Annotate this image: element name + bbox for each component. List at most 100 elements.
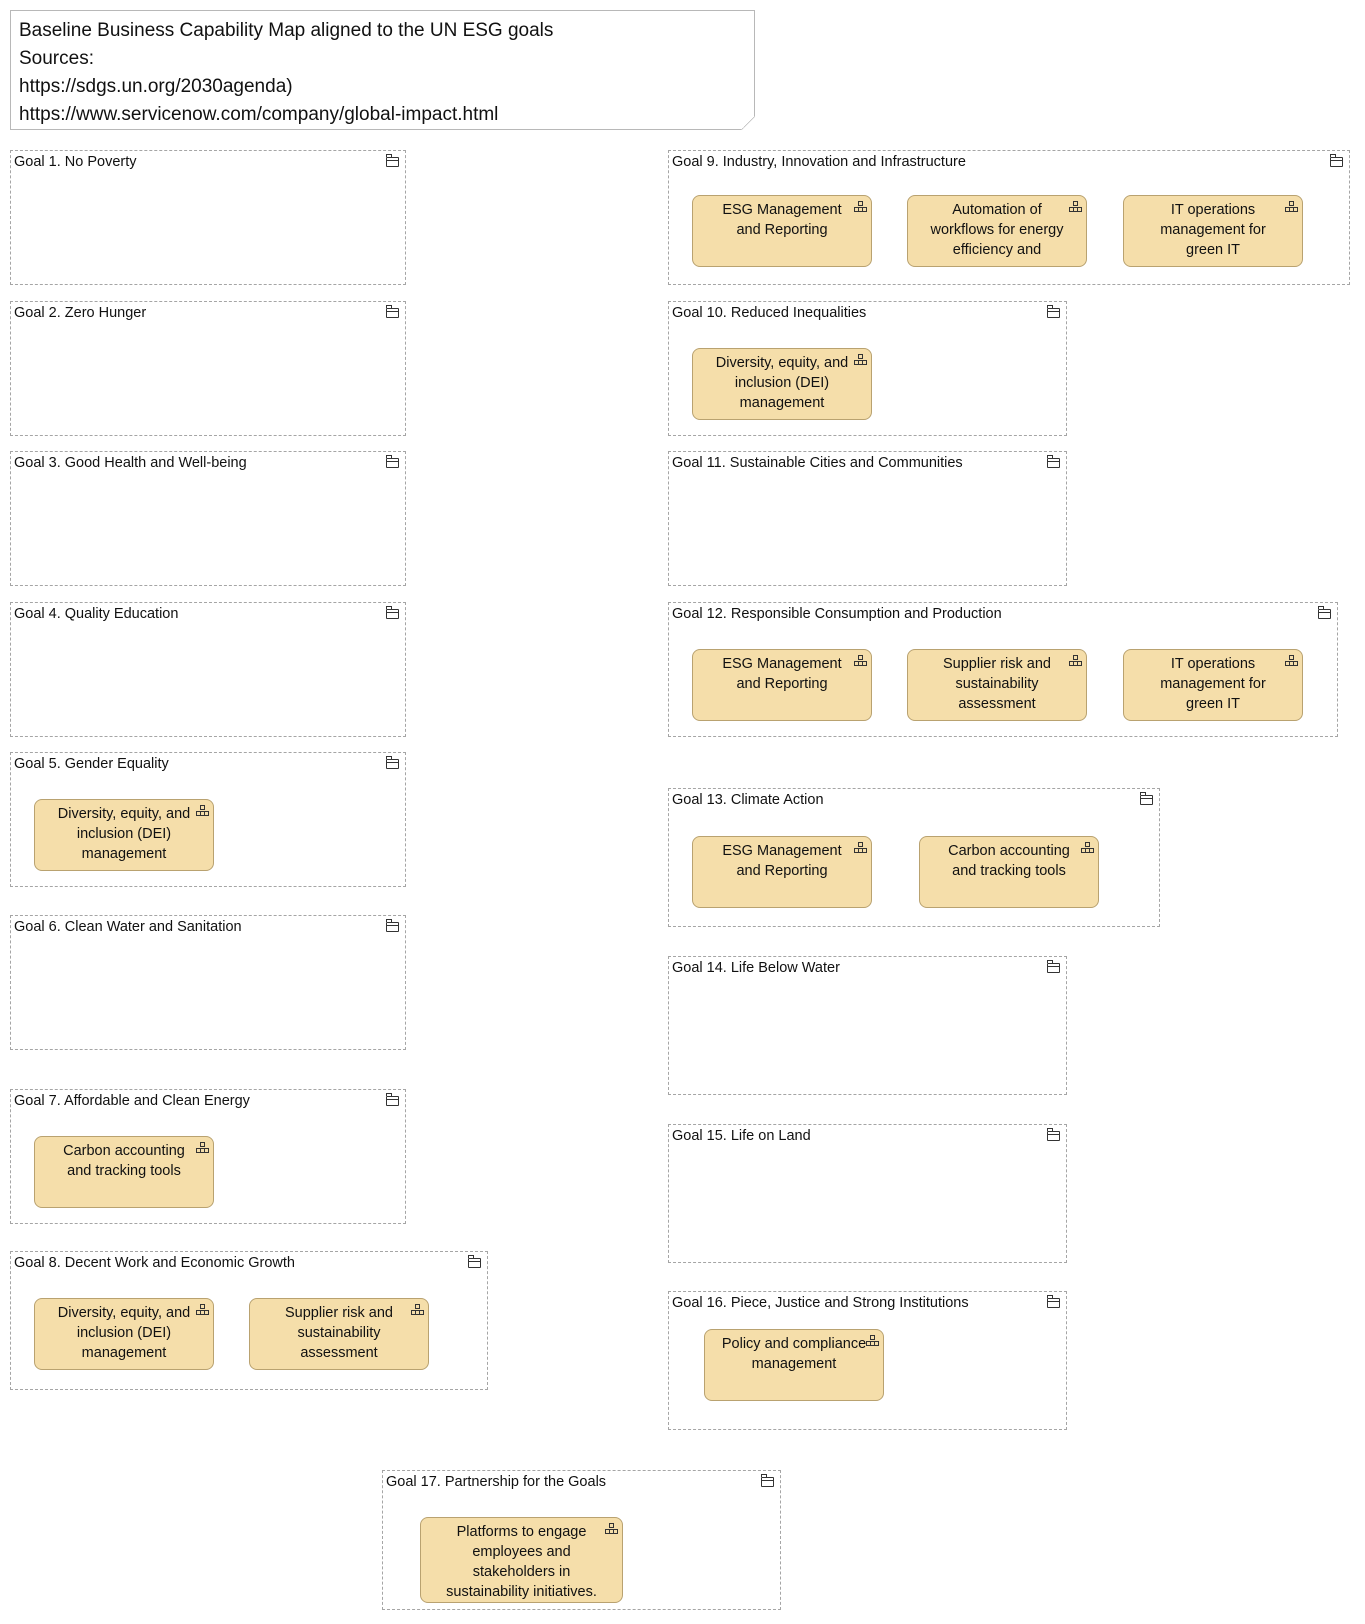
goal-title: Goal 9. Industry, Innovation and Infrast… — [672, 154, 966, 170]
goal-group-5[interactable]: Goal 5. Gender Equality Diversity, equit… — [10, 752, 406, 887]
folder-icon — [1047, 1295, 1060, 1308]
goal-group-9[interactable]: Goal 9. Industry, Innovation and Infrast… — [668, 150, 1350, 285]
goal-title: Goal 8. Decent Work and Economic Growth — [14, 1255, 295, 1271]
note-fold-corner — [741, 116, 755, 130]
capability-it-operations-green-it[interactable]: IT operations management for green IT — [1123, 649, 1303, 721]
goal-title: Goal 3. Good Health and Well-being — [14, 455, 247, 471]
goal-title: Goal 15. Life on Land — [672, 1128, 811, 1144]
goal-title: Goal 17. Partnership for the Goals — [386, 1474, 607, 1490]
capability-icon — [866, 1335, 879, 1347]
capability-icon — [1069, 655, 1082, 667]
goal-group-12[interactable]: Goal 12. Responsible Consumption and Pro… — [668, 602, 1338, 737]
goal-title: Goal 2. Zero Hunger — [14, 305, 147, 321]
capability-label: Automation of workflows for energy effic… — [930, 202, 1064, 258]
capability-label: Diversity, equity, and inclusion (DEI) m… — [57, 806, 191, 862]
goal-group-4[interactable]: Goal 4. Quality Education — [10, 602, 406, 737]
capability-label: Carbon accounting and tracking tools — [63, 1143, 185, 1179]
goal-group-1[interactable]: Goal 1. No Poverty — [10, 150, 406, 285]
goal-title: Goal 1. No Poverty — [14, 154, 137, 170]
capability-esg-management[interactable]: ESG Management and Reporting — [692, 836, 872, 908]
capability-label: Platforms to engage employees and stakeh… — [446, 1524, 597, 1600]
goal-group-14[interactable]: Goal 14. Life Below Water — [668, 956, 1067, 1095]
capability-icon — [854, 201, 867, 213]
capability-esg-management[interactable]: ESG Management and Reporting — [692, 649, 872, 721]
goal-group-8[interactable]: Goal 8. Decent Work and Economic Growth … — [10, 1251, 488, 1390]
folder-icon — [1140, 792, 1153, 805]
capability-engagement-platforms[interactable]: Platforms to engage employees and stakeh… — [420, 1517, 623, 1603]
capability-label: ESG Management and Reporting — [722, 656, 842, 692]
capability-icon — [196, 1304, 209, 1316]
goal-group-6[interactable]: Goal 6. Clean Water and Sanitation — [10, 915, 406, 1050]
capability-workflow-automation[interactable]: Automation of workflows for energy effic… — [907, 195, 1087, 267]
capability-label: Diversity, equity, and inclusion (DEI) m… — [715, 355, 849, 411]
folder-icon — [468, 1255, 481, 1268]
goal-title: Goal 10. Reduced Inequalities — [672, 305, 867, 321]
folder-icon — [386, 455, 399, 468]
capability-icon — [196, 1142, 209, 1154]
capability-supplier-risk[interactable]: Supplier risk and sustainability assessm… — [249, 1298, 429, 1370]
folder-icon — [1047, 305, 1060, 318]
capability-icon — [1285, 201, 1298, 213]
goal-title: Goal 13. Climate Action — [672, 792, 824, 808]
capability-label: Supplier risk and sustainability assessm… — [285, 1305, 393, 1361]
folder-icon — [386, 305, 399, 318]
header-note: Baseline Business Capability Map aligned… — [10, 10, 755, 130]
capability-dei-management[interactable]: Diversity, equity, and inclusion (DEI) m… — [34, 799, 214, 871]
folder-icon — [1047, 1128, 1060, 1141]
capability-carbon-accounting[interactable]: Carbon accounting and tracking tools — [919, 836, 1099, 908]
capability-label: ESG Management and Reporting — [722, 202, 842, 238]
goal-group-11[interactable]: Goal 11. Sustainable Cities and Communit… — [668, 451, 1067, 586]
capability-label: IT operations management for green IT — [1160, 656, 1266, 712]
note-source-link-2: https://www.servicenow.com/company/globa… — [19, 104, 499, 125]
goal-title: Goal 16. Piece, Justice and Strong Insti… — [672, 1295, 969, 1311]
goal-group-16[interactable]: Goal 16. Piece, Justice and Strong Insti… — [668, 1291, 1067, 1430]
capability-supplier-risk[interactable]: Supplier risk and sustainability assessm… — [907, 649, 1087, 721]
capability-dei-management[interactable]: Diversity, equity, and inclusion (DEI) m… — [692, 348, 872, 420]
capability-carbon-accounting[interactable]: Carbon accounting and tracking tools — [34, 1136, 214, 1208]
folder-icon — [1047, 455, 1060, 468]
goal-title: Goal 4. Quality Education — [14, 606, 179, 622]
capability-label: IT operations management for green IT — [1160, 202, 1266, 258]
folder-icon — [386, 1093, 399, 1106]
capability-label: Supplier risk and sustainability assessm… — [943, 656, 1051, 712]
capability-it-operations-green-it[interactable]: IT operations management for green IT — [1123, 195, 1303, 267]
capability-icon — [1069, 201, 1082, 213]
capability-icon — [605, 1523, 618, 1535]
goal-group-13[interactable]: Goal 13. Climate Action ESG Management a… — [668, 788, 1160, 927]
goal-title: Goal 14. Life Below Water — [672, 960, 840, 976]
capability-label: Diversity, equity, and inclusion (DEI) m… — [57, 1305, 191, 1361]
goal-group-10[interactable]: Goal 10. Reduced Inequalities Diversity,… — [668, 301, 1067, 436]
capability-esg-management[interactable]: ESG Management and Reporting — [692, 195, 872, 267]
goal-group-7[interactable]: Goal 7. Affordable and Clean Energy Carb… — [10, 1089, 406, 1224]
goal-group-15[interactable]: Goal 15. Life on Land — [668, 1124, 1067, 1263]
goal-title: Goal 11. Sustainable Cities and Communit… — [672, 455, 963, 471]
note-sources-label: Sources: — [19, 48, 94, 69]
goal-title: Goal 12. Responsible Consumption and Pro… — [672, 606, 1002, 622]
capability-icon — [411, 1304, 424, 1316]
folder-icon — [1330, 154, 1343, 167]
folder-icon — [386, 606, 399, 619]
folder-icon — [386, 154, 399, 167]
capability-dei-management[interactable]: Diversity, equity, and inclusion (DEI) m… — [34, 1298, 214, 1370]
goal-title: Goal 5. Gender Equality — [14, 756, 169, 772]
goal-group-17[interactable]: Goal 17. Partnership for the Goals Platf… — [382, 1470, 781, 1610]
goal-group-2[interactable]: Goal 2. Zero Hunger — [10, 301, 406, 436]
capability-label: ESG Management and Reporting — [722, 843, 842, 879]
capability-icon — [854, 842, 867, 854]
capability-label: Carbon accounting and tracking tools — [948, 843, 1070, 879]
capability-icon — [196, 805, 209, 817]
goal-title: Goal 7. Affordable and Clean Energy — [14, 1093, 250, 1109]
folder-icon — [386, 756, 399, 769]
capability-icon — [854, 655, 867, 667]
folder-icon — [1047, 960, 1060, 973]
capability-policy-compliance[interactable]: Policy and compliance management — [704, 1329, 884, 1401]
capability-icon — [854, 354, 867, 366]
folder-icon — [1318, 606, 1331, 619]
capability-icon — [1081, 842, 1094, 854]
note-title: Baseline Business Capability Map aligned… — [19, 20, 554, 41]
note-source-link-1: https://sdgs.un.org/2030agenda) — [19, 76, 293, 97]
folder-icon — [761, 1474, 774, 1487]
goal-group-3[interactable]: Goal 3. Good Health and Well-being — [10, 451, 406, 586]
capability-icon — [1285, 655, 1298, 667]
folder-icon — [386, 919, 399, 932]
